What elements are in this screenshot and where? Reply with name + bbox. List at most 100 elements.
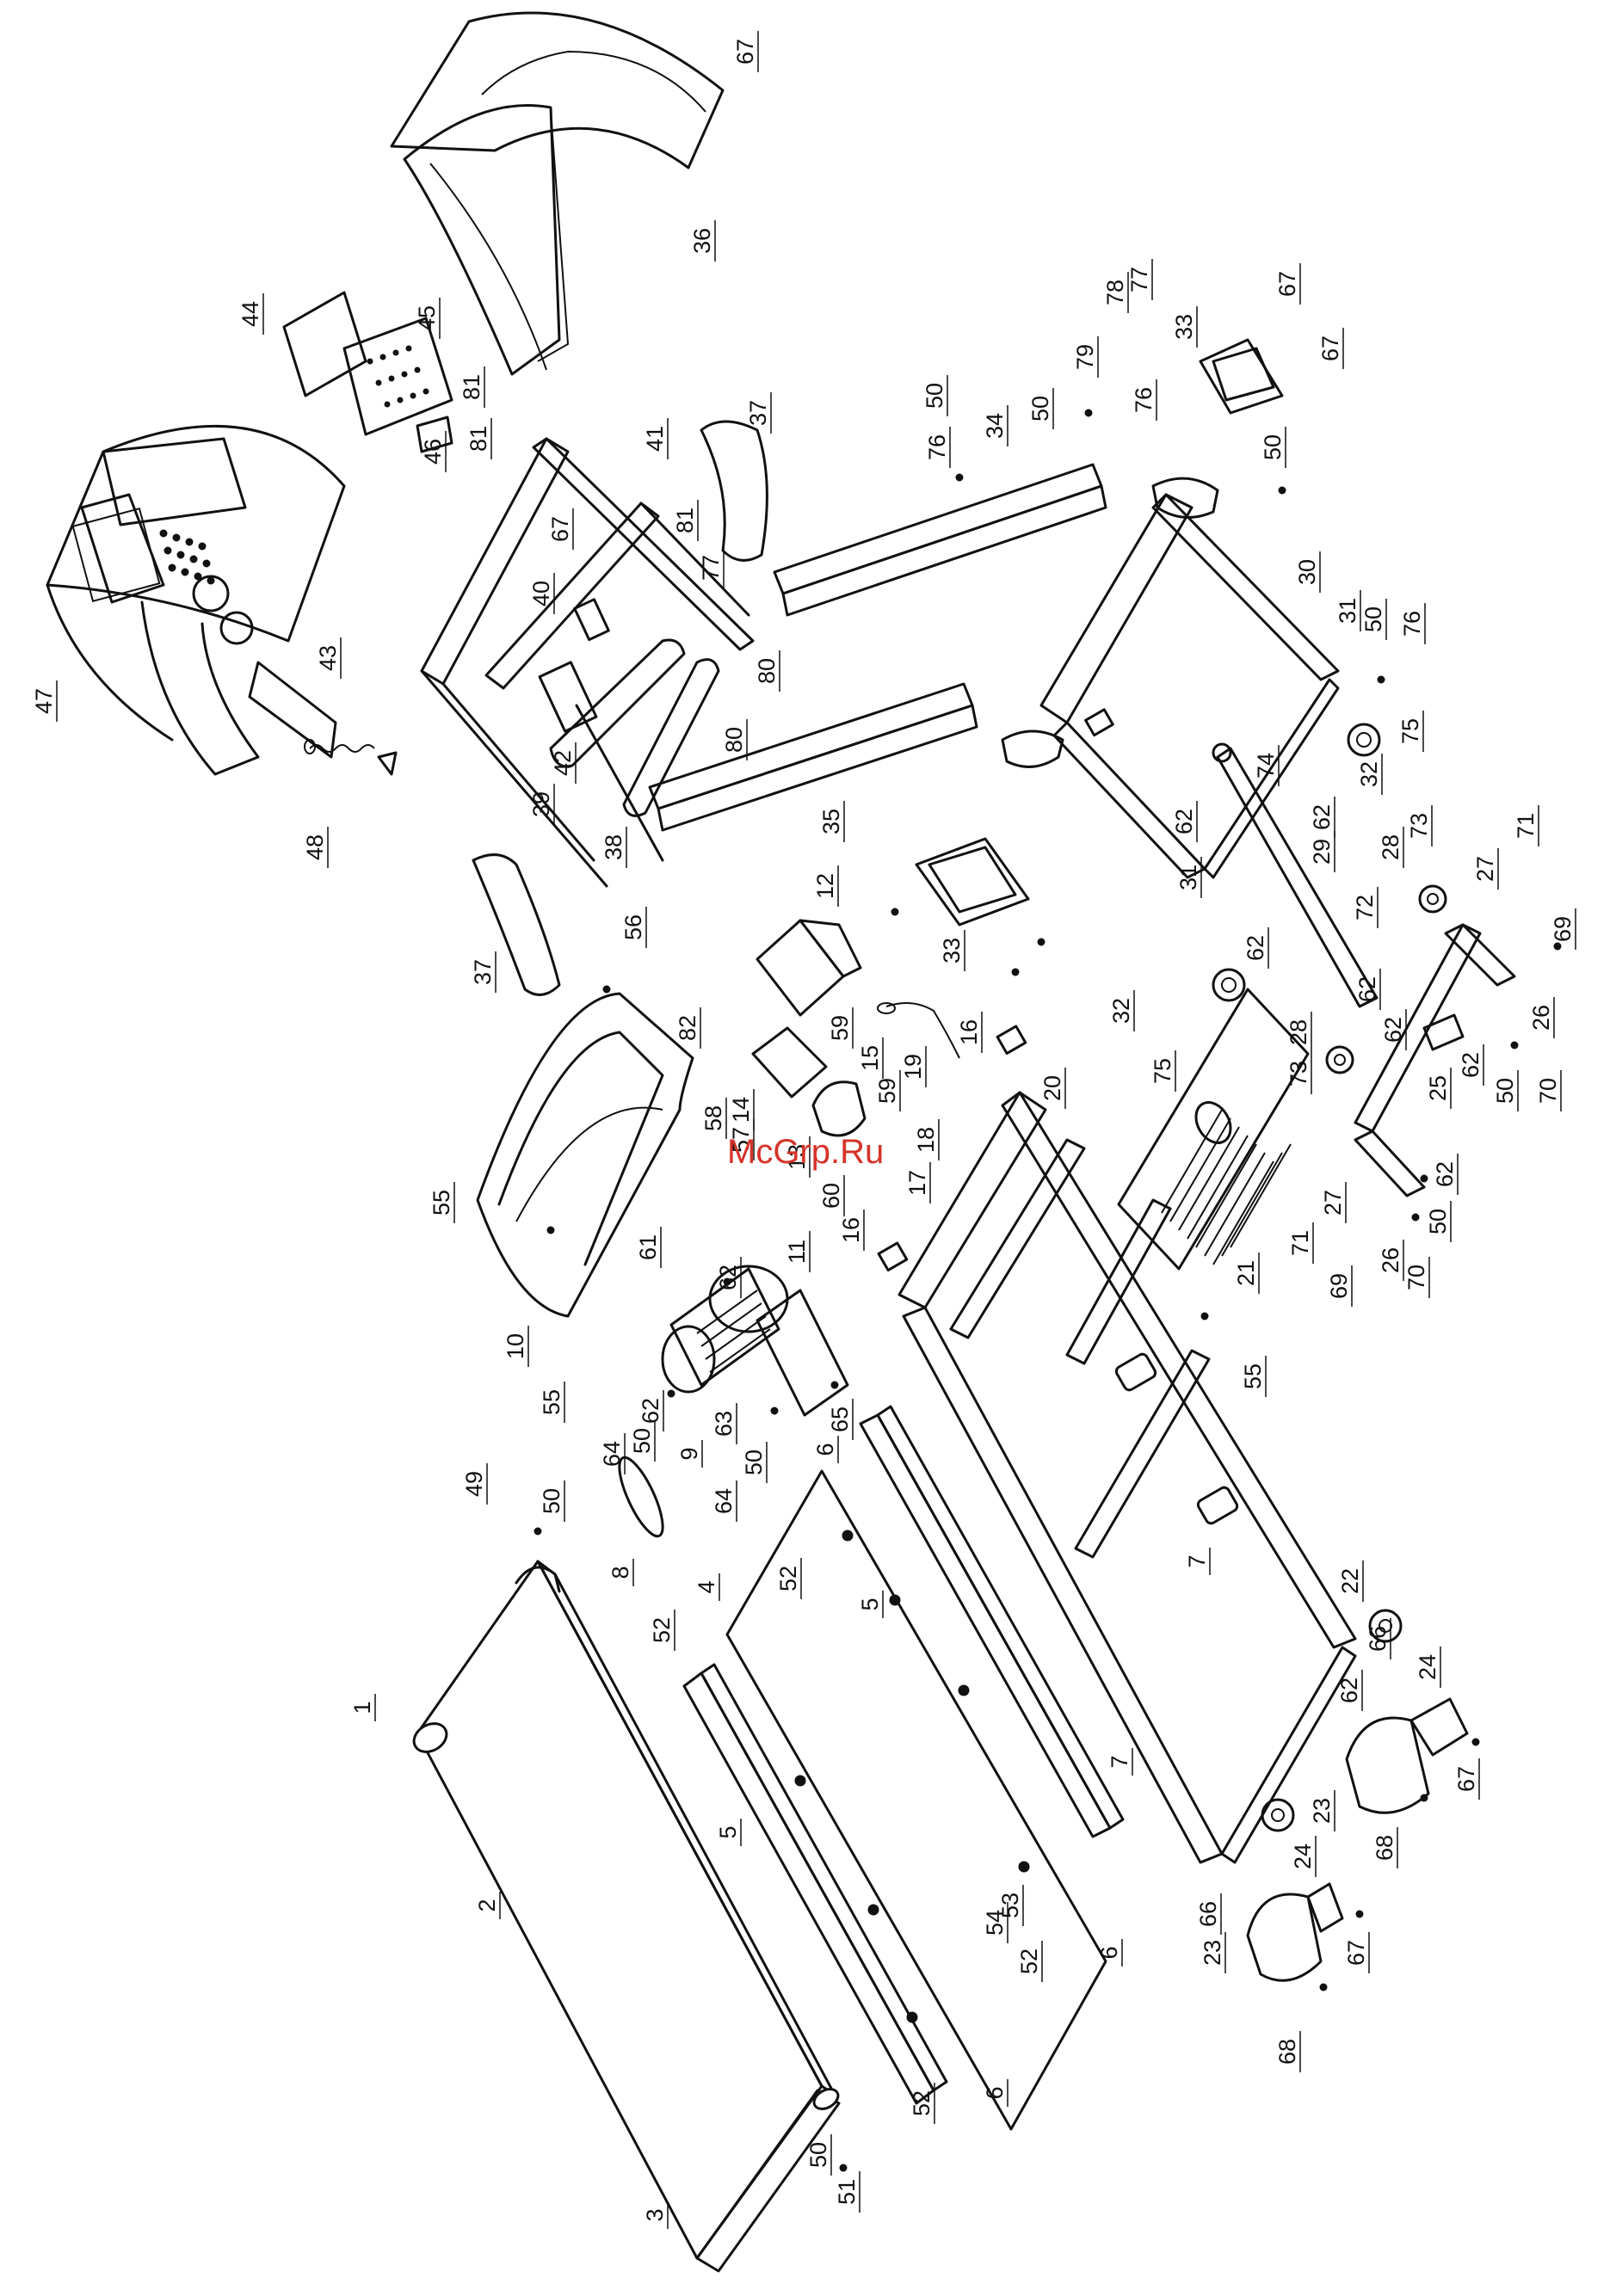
callout-24: 24 xyxy=(1290,1836,1317,1877)
callout-number: 50 xyxy=(1027,396,1053,422)
callout-number: 24 xyxy=(1290,1844,1316,1869)
callout-59: 59 xyxy=(874,1070,901,1111)
callout-number: 11 xyxy=(784,1240,810,1264)
callout-number: 1 xyxy=(349,1701,375,1714)
spring-wire xyxy=(304,739,398,776)
callout-number: 55 xyxy=(539,1389,564,1415)
callout-33: 33 xyxy=(939,930,965,971)
callout-number: 24 xyxy=(1415,1654,1440,1680)
callout-18: 18 xyxy=(913,1119,940,1160)
sensor-16-lower xyxy=(877,1241,909,1272)
callout-6: 6 xyxy=(982,2079,1008,2107)
rear-wheel-22-left xyxy=(1261,1798,1295,1832)
roller-28-upper xyxy=(1418,884,1447,914)
callout-number: 43 xyxy=(315,645,341,671)
upright-frame xyxy=(420,437,755,888)
callout-number: 36 xyxy=(689,228,715,254)
callout-82: 82 xyxy=(675,1007,701,1049)
callout-number: 69 xyxy=(1550,916,1576,942)
callout-2: 2 xyxy=(474,1892,501,1919)
callout-number: 30 xyxy=(1294,559,1320,585)
callout-13: 13 xyxy=(784,1136,811,1178)
callout-number: 41 xyxy=(642,426,668,452)
callout-number: 52 xyxy=(909,2090,934,2116)
callout-number: 52 xyxy=(649,1617,675,1643)
callout-number: 38 xyxy=(601,834,626,860)
callout-76: 76 xyxy=(1131,379,1157,421)
lift-tube xyxy=(1212,742,1379,1008)
deck-board xyxy=(725,1469,1107,2131)
callout-number: 71 xyxy=(1287,1230,1313,1256)
callout-number: 75 xyxy=(1397,718,1423,744)
callout-number: 37 xyxy=(745,400,771,426)
callout-50: 50 xyxy=(805,2134,832,2176)
callout-48: 48 xyxy=(302,827,329,868)
callout-16: 16 xyxy=(838,1210,865,1251)
callout-53: 53 xyxy=(997,1885,1024,1926)
callout-23: 23 xyxy=(1200,1932,1226,1973)
callout-51: 51 xyxy=(834,2171,860,2213)
callout-number: 19 xyxy=(900,1054,926,1080)
callout-number: 59 xyxy=(874,1078,900,1104)
callout-number: 33 xyxy=(939,938,965,963)
callout-55: 55 xyxy=(429,1182,455,1223)
wire-harness-15 xyxy=(877,1002,960,1059)
callout-number: 62 xyxy=(1380,1017,1406,1043)
callout-number: 50 xyxy=(1360,606,1386,632)
drive-belt xyxy=(618,1456,664,1538)
callout-50: 50 xyxy=(922,375,948,416)
callout-number: 55 xyxy=(429,1190,454,1216)
callout-number: 25 xyxy=(1425,1075,1451,1101)
callout-79: 79 xyxy=(1072,336,1099,378)
callout-68: 68 xyxy=(1372,1827,1398,1868)
callout-number: 55 xyxy=(1240,1363,1266,1389)
callout-63: 63 xyxy=(711,1403,737,1444)
main-frame xyxy=(897,1091,1357,1864)
callout-62: 62 xyxy=(1354,969,1381,1010)
callout-10: 10 xyxy=(503,1326,529,1367)
callout-5: 5 xyxy=(715,1819,742,1846)
callout-22: 22 xyxy=(1337,1560,1364,1602)
callout-number: 62 xyxy=(1243,935,1268,961)
callout-number: 73 xyxy=(1286,1061,1311,1086)
callout-38: 38 xyxy=(601,827,627,868)
callout-11: 11 xyxy=(784,1231,811,1272)
callout-number: 81 xyxy=(459,374,484,400)
callout-number: 64 xyxy=(711,1488,737,1514)
callout-80: 80 xyxy=(721,719,748,760)
callout-number: 32 xyxy=(1356,761,1382,787)
callout-78: 78 xyxy=(1102,272,1129,313)
rear-cap-23-right xyxy=(1345,1716,1430,1814)
callout-number: 26 xyxy=(1378,1247,1403,1273)
callout-50: 50 xyxy=(1027,388,1054,429)
rear-cap-24-left xyxy=(1306,1882,1344,1933)
callout-number: 33 xyxy=(1171,314,1197,340)
callout-54: 54 xyxy=(982,1902,1008,1943)
console-head xyxy=(46,425,346,776)
callout-number: 6 xyxy=(812,1443,838,1456)
callout-62: 62 xyxy=(1458,1044,1484,1086)
callout-number: 31 xyxy=(1175,865,1201,890)
callout-number: 79 xyxy=(1072,344,1098,370)
callout-number: 59 xyxy=(827,1015,853,1041)
callout-70: 70 xyxy=(1403,1257,1430,1298)
callout-62: 62 xyxy=(1309,797,1335,838)
callout-6: 6 xyxy=(1096,1939,1123,1967)
callout-number: 5 xyxy=(857,1597,883,1610)
callout-number: 50 xyxy=(1492,1078,1518,1104)
roller-28-lower xyxy=(1325,1045,1354,1074)
callout-number: 39 xyxy=(528,791,554,817)
callout-number: 54 xyxy=(982,1910,1008,1936)
callout-67: 67 xyxy=(732,31,759,72)
callout-52: 52 xyxy=(649,1610,675,1651)
callout-62: 62 xyxy=(715,1257,742,1298)
callout-73: 73 xyxy=(1406,805,1433,846)
callout-number: 4 xyxy=(694,1580,719,1593)
callout-number: 6 xyxy=(1096,1946,1122,1959)
callout-number: 7 xyxy=(1184,1554,1210,1567)
callout-number: 70 xyxy=(1403,1265,1429,1290)
callout-46: 46 xyxy=(420,431,447,472)
callout-number: 16 xyxy=(956,1019,982,1045)
callout-62: 62 xyxy=(1336,1670,1363,1711)
callout-number: 76 xyxy=(924,434,950,460)
